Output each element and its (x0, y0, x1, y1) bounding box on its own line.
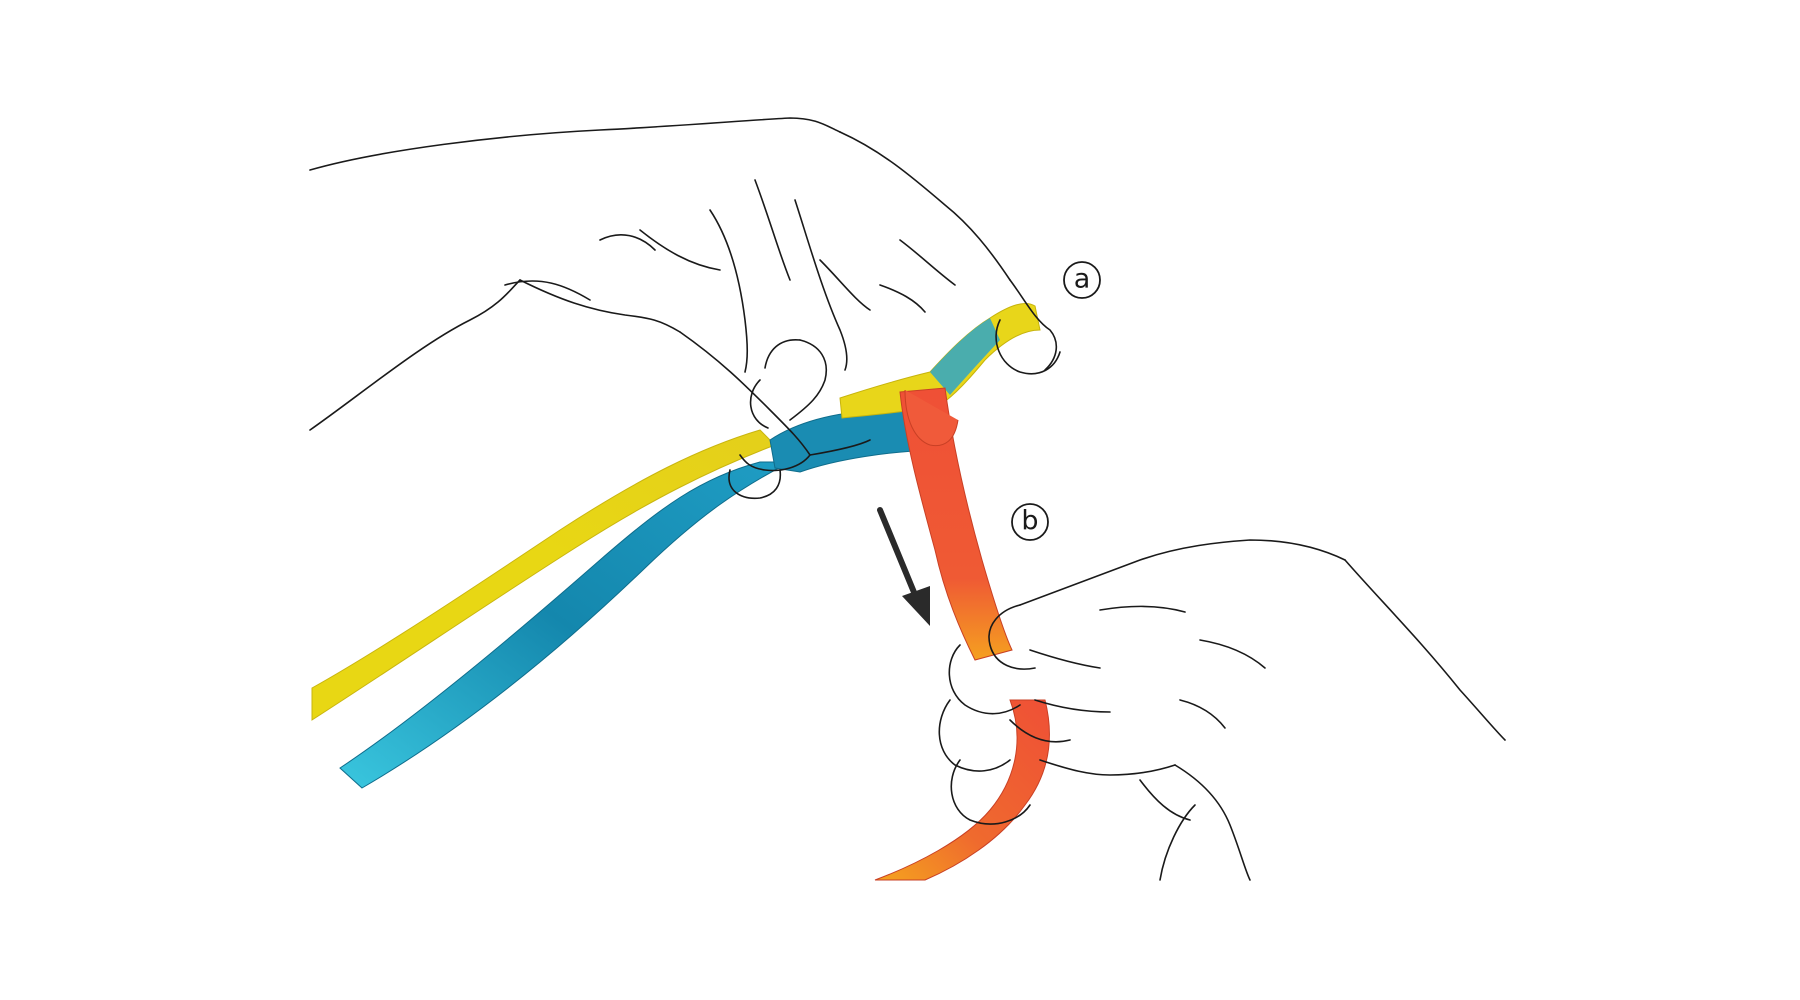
red-ribbon-tail (874, 699, 1050, 881)
label-b-text: b (1021, 506, 1038, 537)
left-hand-outline (309, 117, 1061, 499)
label-b: b (1011, 503, 1049, 541)
red-ribbon-strand (899, 387, 1013, 661)
label-a: a (1063, 261, 1101, 299)
right-hand-outline (938, 539, 1506, 881)
yellow-ribbon-left-end (311, 429, 776, 721)
blue-ribbon-left-end (339, 461, 791, 789)
down-arrow-icon (877, 507, 930, 626)
label-a-text: a (1074, 264, 1091, 295)
